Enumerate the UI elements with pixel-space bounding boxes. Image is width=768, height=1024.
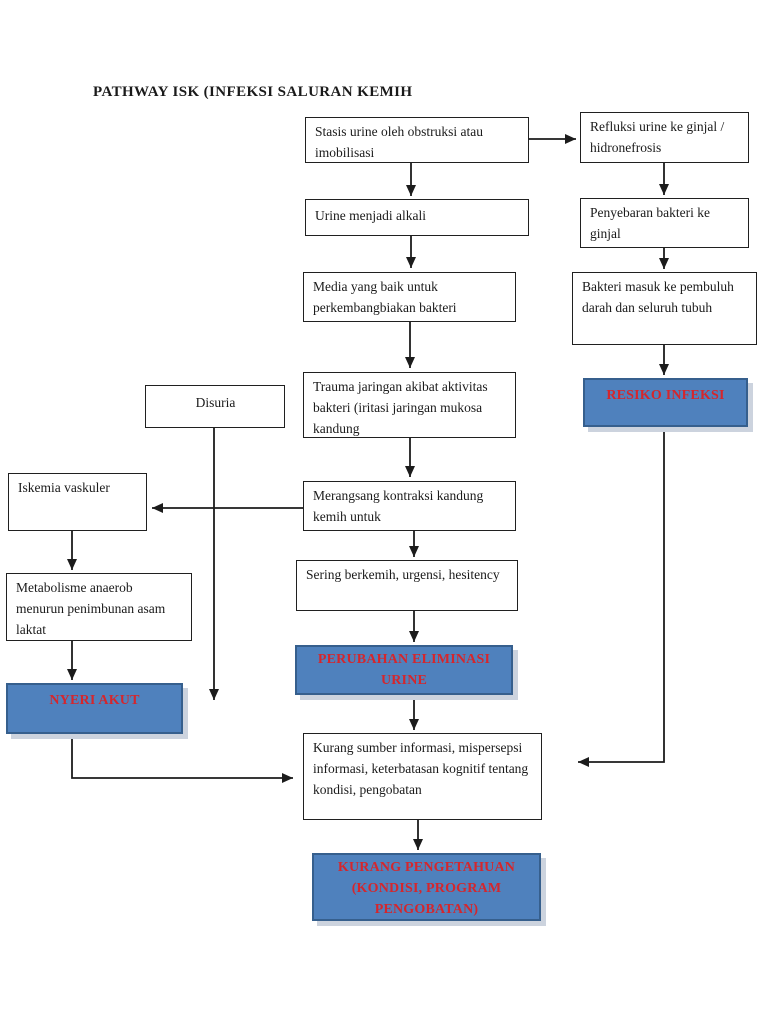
node-disuria: Disuria	[145, 385, 285, 428]
diagnosis-kurang-pengetahuan: KURANG PENGETAHUAN (KONDISI, PROGRAM PEN…	[312, 853, 541, 921]
node-urine-alkali: Urine menjadi alkali	[305, 199, 529, 236]
node-iskemia-vaskuler: Iskemia vaskuler	[8, 473, 147, 531]
node-sering-berkemih: Sering berkemih, urgensi, hesitency	[296, 560, 518, 611]
edge-resiko-kuranginfo	[578, 430, 665, 767]
node-penyebaran-bakteri: Penyebaran bakteri ke ginjal	[580, 198, 749, 248]
node-bakteri-masuk: Bakteri masuk ke pembuluh darah dan selu…	[572, 272, 757, 345]
node-trauma-jaringan: Trauma jaringan akibat aktivitas bakteri…	[303, 372, 516, 438]
node-media-bakteri: Media yang baik untuk perkembangbiakan b…	[303, 272, 516, 322]
diagnosis-resiko-infeksi: RESIKO INFEKSI	[583, 378, 748, 427]
node-metabolisme-anaerob: Metabolisme anaerob menurun penimbunan a…	[6, 573, 192, 641]
node-refluksi-urine: Refluksi urine ke ginjal / hidronefrosis	[580, 112, 749, 163]
node-merangsang-kontraksi: Merangsang kontraksi kandung kemih untuk	[303, 481, 516, 531]
diagnosis-nyeri-akut: NYERI AKUT	[6, 683, 183, 734]
node-kurang-informasi: Kurang sumber informasi, mispersepsi inf…	[303, 733, 542, 820]
diagnosis-perubahan-eliminasi-urine: PERUBAHAN ELIMINASI URINE	[295, 645, 513, 695]
page-title: PATHWAY ISK (INFEKSI SALURAN KEMIH	[93, 84, 413, 100]
node-stasis-urine: Stasis urine oleh obstruksi atau imobili…	[305, 117, 529, 163]
edge-nyeri-kuranginfo	[71, 734, 293, 783]
